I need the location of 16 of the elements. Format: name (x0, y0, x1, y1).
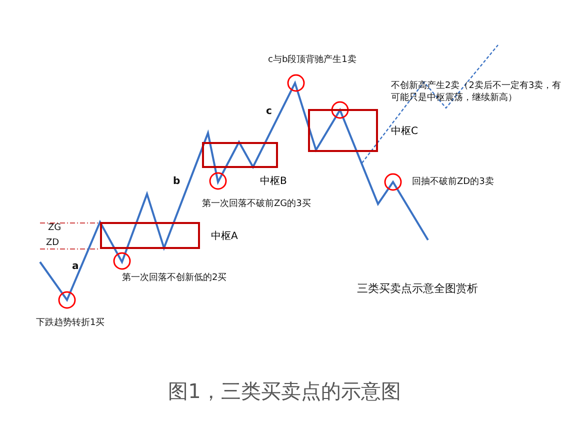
range-label: 中枢B (260, 174, 287, 188)
chart-note: 三类买卖点示意全图赏析 (357, 283, 478, 295)
annotation: 第一次回落不破前ZG的3买 (202, 198, 311, 210)
segment-label: a (72, 261, 79, 273)
annotation: 不创新高产生2卖（2卖后不一定有3卖，有可能只是中枢震荡，继续新高） (391, 80, 562, 104)
range-label: 中枢A (211, 230, 238, 242)
segment-label: c (266, 106, 272, 118)
level-label: ZD (46, 237, 60, 249)
annotation: 回抽不破前ZD的3卖 (412, 176, 494, 188)
level-label: ZG (48, 222, 62, 234)
segment-label: b (173, 176, 180, 188)
caption: 图1，三类买卖点的示意图 (167, 378, 402, 404)
annotation: c与b段顶背驰产生1卖 (268, 54, 356, 66)
range-label: 中枢C (391, 124, 418, 138)
annotation: 第一次回落不创新低的2买 (122, 272, 227, 284)
annotation: 下跌趋势转折1买 (36, 317, 105, 329)
